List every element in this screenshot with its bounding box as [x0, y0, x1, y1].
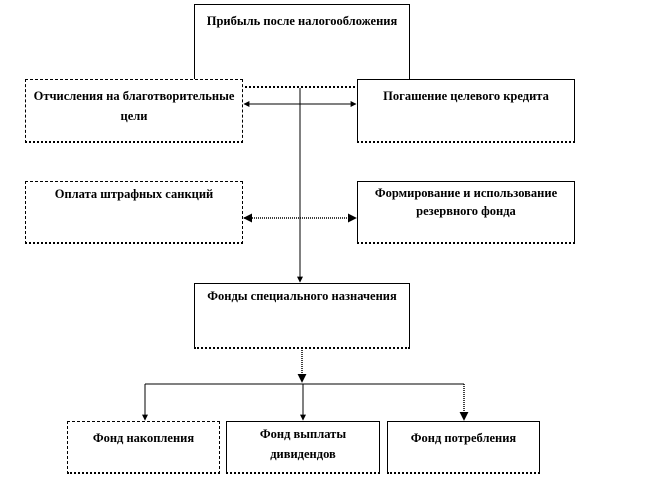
node-fines: Оплата штрафных санкций: [25, 181, 243, 244]
node-profit: Прибыль после налогообложения: [194, 4, 410, 88]
node-accumulation: Фонд накопления: [67, 421, 220, 474]
node-label: Фонд выплаты дивидендов: [259, 427, 347, 461]
node-label: Отчисления на благотворительные цели: [33, 89, 235, 123]
node-special: Фонды специального назначения: [194, 283, 410, 349]
node-loan: Погашение целевого кредита: [357, 79, 575, 143]
node-dividends: Фонд выплаты дивидендов: [226, 421, 380, 474]
node-label: Фонды специального назначения: [207, 289, 397, 303]
node-label: Формирование и использование резервного …: [374, 186, 558, 218]
node-reserve: Формирование и использование резервного …: [357, 181, 575, 244]
node-label: Оплата штрафных санкций: [54, 187, 214, 201]
node-consumption: Фонд потребления: [387, 421, 540, 474]
node-label: Фонд накопления: [92, 431, 195, 445]
node-charity: Отчисления на благотворительные цели: [25, 79, 243, 143]
node-label: Прибыль после налогообложения: [206, 14, 398, 28]
node-label: Погашение целевого кредита: [383, 89, 549, 103]
node-label: Фонд потребления: [410, 431, 517, 445]
